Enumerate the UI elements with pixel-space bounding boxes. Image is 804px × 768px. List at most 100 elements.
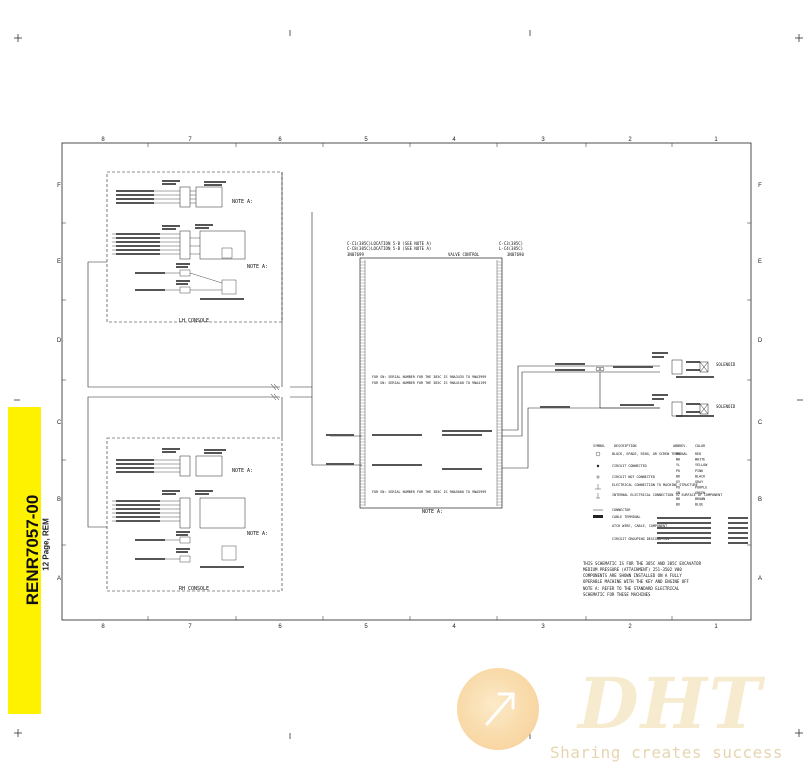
legend-color-abbr: BK [676,474,681,478]
grid-col-label: 7 [188,624,192,630]
schematic-note-line: MEDIUM PRESSURE (ATTACHMENT) 251-3502 V0… [583,567,682,572]
rh-note-a-1: NOTE A: [232,468,253,474]
lh-note-a-2: NOTE A: [247,264,268,270]
legend-desc: INTERNAL ELECTRICAL CONNECTION TO SURFAC… [612,493,722,497]
legend-desc: CONNECTOR [612,508,631,512]
legend-color-name: GREEN [695,491,705,495]
legend-color-abbr: WH [676,458,680,462]
schematic-note-line: SCHEMATIC FOR THESE MACHINES [583,592,651,597]
valve-left-header-2: C-C8(385C)LOCATION 5-B (SEE NOTE A) [347,246,431,251]
legend-color-name: PINK [695,469,704,473]
legend-desc: CIRCUIT CONNECTED [612,464,647,468]
legend-color-abbr: GN [676,491,680,495]
document-id: RENR7057-00 [23,494,42,606]
lh-note-a-1: NOTE A: [232,199,253,205]
grid-col-label: 4 [452,137,456,143]
grid-col-label: 2 [628,137,632,143]
grid-col-label: 7 [188,137,192,143]
legend-color-abbr: PU [676,469,680,473]
rh-console-box [106,437,283,592]
grid-row-label: B [57,497,61,503]
legend-desc: CABLE TERMINAL [612,515,641,519]
valve-right-part: 3N07690 [507,252,524,257]
schematic-note-line: COMPONENTS ARE SHOWN INSTALLED ON A FULL… [583,573,682,578]
legend-color-abbr: GY [676,480,680,484]
legend-color-abbr: YL [676,463,680,467]
legend-color-abbr: RD [676,452,680,456]
valve-center-header: VALVE CONTROL [448,252,480,257]
grid-row-label: A [57,576,61,582]
rh-console-title: RH CONSOLE [179,586,209,592]
grid-row-label: F [57,183,61,189]
watermark-tagline: Sharing creates success [550,743,784,762]
document-id-band [8,407,41,714]
grid-row-label: E [758,259,762,265]
grid-row-label: B [758,497,762,503]
legend-desc: ELECTRICAL CONNECTION TO MACHINE STRUCTU… [612,483,698,487]
solenoid-top-label: SOLENOID [716,362,736,367]
legend-desc-header: DESCRIPTION [614,444,636,448]
legend-desc: CIRCUIT NOT CONNECTED [612,475,655,479]
legend-color-name: BLUE [695,502,703,506]
schematic-frame [61,142,752,621]
grid-row-label: C [57,420,62,426]
grid-col-label: 8 [101,137,105,143]
legend-desc: BLOCK, SPADE, RING, OR SCREW TERMINAL [612,452,688,456]
legend: SYMBOL DESCRIPTION ABBREV. COLOR BLOCK, … [593,444,748,544]
valve-right-header-1: C-C3(385C) [499,241,523,246]
schematic-note-line: THIS SCHEMATIC IS FOR THE 385C AND 385C … [583,561,702,566]
legend-color-name: WHITE [695,458,705,462]
valve-fine-text-2: FOR SN: SERIAL NUMBER FOR THE 385C IS 9N… [372,381,486,385]
grid-col-label: 3 [541,624,545,630]
grid-row-label: D [57,338,62,344]
rh-console-group: RH CONSOLE NOTE A: NOTE A: [106,437,283,592]
legend-color-name: RED [695,452,701,456]
legend-symbol-header: SYMBOL [593,444,605,448]
arrow-icon [485,692,515,726]
legend-color-name: BROWN [695,497,705,501]
legend-color-abbr: BU [676,502,680,506]
legend-color-name: GRAY [695,480,703,484]
grid-col-label: 2 [628,624,632,630]
valve-right-header-2: L-C4(385C) [499,246,523,251]
grid-col-label: 3 [541,137,545,143]
solenoid-top: SOLENOID [671,359,736,375]
lh-console-group: LH CONSOLE NOTE A: NOTE A: [106,171,283,324]
grid-row-label: E [57,259,61,265]
grid-col-label: 6 [278,137,282,143]
grid-col-label: 1 [714,137,718,143]
legend-abbr-header: ABBREV. [673,444,687,448]
grid-col-label: 8 [101,624,105,630]
solenoid-bottom: SOLENOID [671,401,736,417]
grid-col-label: 5 [364,137,368,143]
valve-fine-text-3: FOR SN: SERIAL NUMBER FOR THE 385C IS 9N… [372,490,486,494]
lh-console-title: LH CONSOLE [179,318,209,324]
legend-color-header: COLOR [695,444,706,448]
valve-fine-text-1: FOR SN: SERIAL NUMBER FOR THE 385C IS 9N… [372,375,486,379]
schematic-note: THIS SCHEMATIC IS FOR THE 385C AND 385C … [583,561,702,597]
grid-col-label: 5 [364,624,368,630]
legend-color-abbr: PU [676,486,680,490]
legend-desc: CIRCUIT GROUPING DESIGNATION [612,537,669,541]
grid-row-label: A [758,576,762,582]
watermark-logo: DHT [578,662,763,745]
legend-color-name: PURPLE [695,486,707,490]
legend-color-name: YELLOW [695,463,708,467]
grid-col-label: 4 [452,624,456,630]
document-pages: 12 Page, REM [41,518,51,571]
schematic-note-line: OPERABLE MACHINE WITH THE KEY AND ENGINE… [583,579,690,584]
grid-row-label: D [758,338,763,344]
valve-control-connector: C-C1(385C)LOCATION 5-B (SEE NOTE A) C-C8… [326,241,524,515]
valve-note-a: NOTE A: [422,509,443,515]
rh-note-a-2: NOTE A: [247,531,268,537]
legend-color-abbr: BR [676,497,681,501]
schematic-note-line: NOTE A: REFER TO THE STANDARD ELECTRICAL [583,586,680,591]
valve-left-part: 3N07699 [347,252,364,257]
grid-row-label: C [758,420,763,426]
valve-left-header-1: C-C1(385C)LOCATION 5-B (SEE NOTE A) [347,241,431,246]
legend-desc: ATCH WIRE, CABLE, COMPONENT [612,524,667,528]
watermark-circle-icon [457,668,539,750]
grid-row-label: F [758,183,762,189]
grid-col-label: 6 [278,624,282,630]
